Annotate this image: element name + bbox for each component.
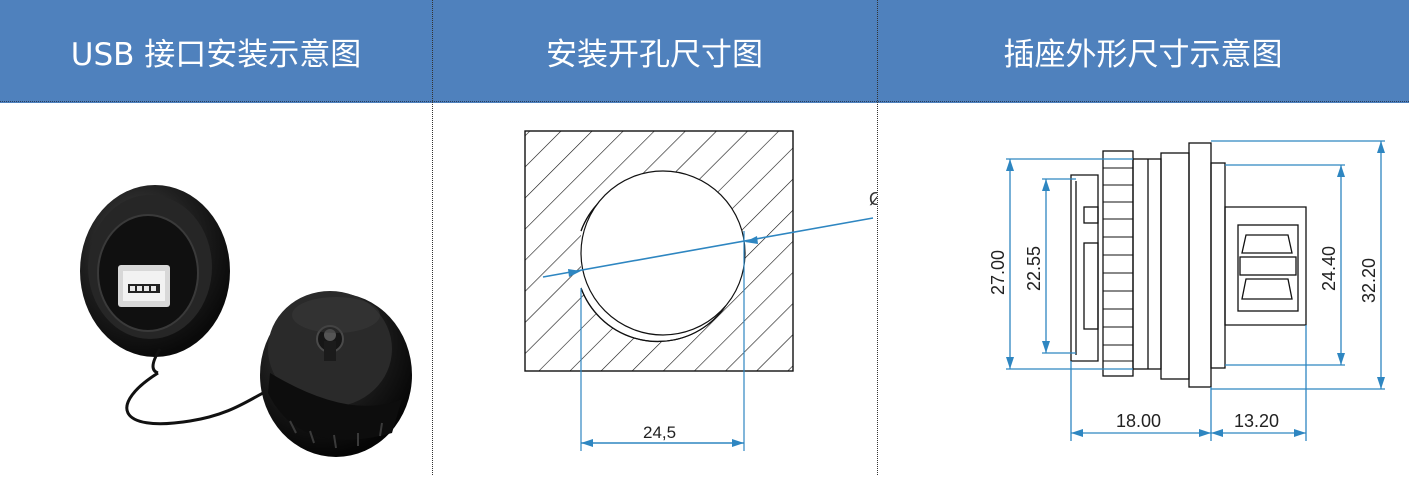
dim-18-label: 18.00 [1116, 411, 1161, 431]
dim-3220-label: 32.20 [1359, 258, 1379, 303]
header-divider [0, 101, 1409, 102]
header-cutout-size: 安装开孔尺寸图 [432, 0, 877, 103]
usb-connector-photo [80, 185, 412, 457]
column-divider-2 [877, 0, 878, 475]
header-socket-outline-label: 插座外形尺寸示意图 [1003, 37, 1283, 73]
column-divider-1 [432, 0, 433, 475]
dim-2440-label: 24.40 [1319, 246, 1339, 291]
diameter-symbol: Ø [869, 189, 877, 209]
socket-outline-diagram: 27.00 22.55 24.40 32.20 18.00 13.20 [988, 140, 1385, 441]
cutout-width-label: 24,5 [643, 423, 676, 442]
header-usb-install-label: USB 接口安装示意图 [70, 37, 362, 73]
header-cutout-size-label: 安装开孔尺寸图 [546, 37, 763, 73]
cell-product-photo [0, 103, 431, 475]
header-socket-outline: 插座外形尺寸示意图 [877, 0, 1409, 103]
cell-cutout-drawing: Ø 24,5 [433, 103, 883, 475]
dim-27-label: 27.00 [988, 250, 1008, 295]
dim-2255-label: 22.55 [1024, 246, 1044, 291]
cell-outline-drawing: 27.00 22.55 24.40 32.20 18.00 13.20 [878, 103, 1409, 475]
panel-cutout-diagram: Ø 24,5 [524, 130, 883, 451]
header-usb-install: USB 接口安装示意图 [0, 0, 432, 103]
dim-1320-label: 13.20 [1234, 411, 1279, 431]
